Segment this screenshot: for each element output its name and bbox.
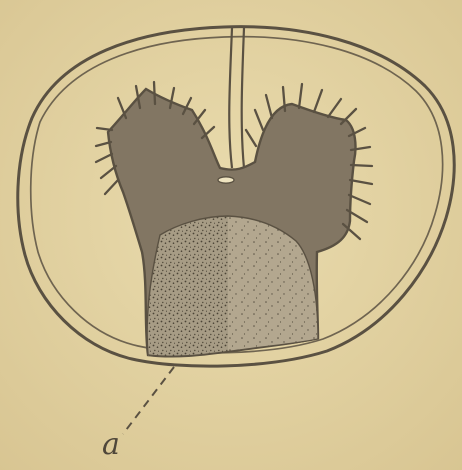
- central-canal: [218, 177, 234, 183]
- label-a: a: [102, 427, 120, 462]
